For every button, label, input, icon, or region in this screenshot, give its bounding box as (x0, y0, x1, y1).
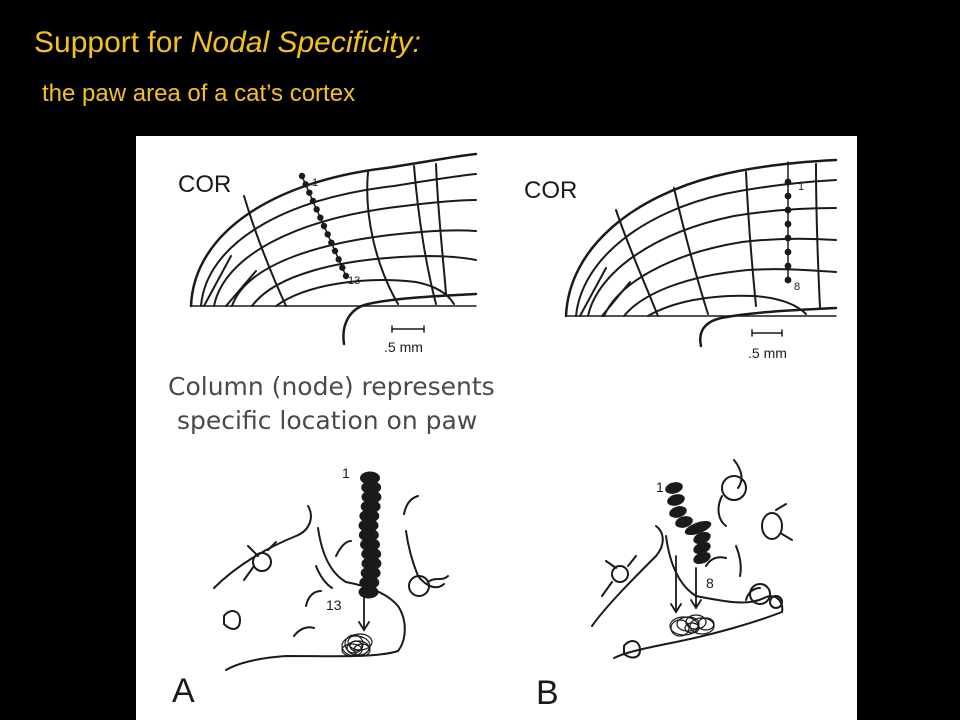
recording-site (306, 189, 313, 196)
recording-site (313, 206, 320, 213)
column-cell (360, 538, 381, 551)
recording-site (324, 231, 331, 238)
column-cell (693, 551, 711, 565)
column-cell (358, 528, 379, 542)
recording-site (784, 206, 792, 214)
column-cell (667, 494, 685, 506)
figure-caption: Column (node) represents specific locati… (168, 370, 495, 438)
recording-site (784, 234, 792, 242)
column-cell (669, 506, 687, 518)
column-first-b: 1 (656, 479, 664, 495)
recording-site (784, 178, 792, 186)
column-cell (675, 516, 693, 528)
recording-site (331, 247, 339, 255)
recording-site (298, 172, 306, 180)
slide-subtitle: the paw area of a cat’s cortex (42, 80, 356, 107)
electrode-track-a (298, 172, 350, 280)
recording-site (335, 256, 342, 263)
column-cell (359, 576, 380, 589)
cor-label-a: COR (178, 171, 231, 198)
column-first-a: 1 (342, 465, 350, 481)
electrode-first-a: 1 (312, 177, 318, 189)
column-cell (360, 500, 381, 513)
column-last-a: 13 (326, 597, 342, 613)
column-cell (693, 531, 711, 545)
recording-site (328, 239, 335, 246)
column-cell (361, 557, 382, 570)
recording-site (317, 214, 324, 221)
column-stack-b (665, 482, 712, 565)
cortex-diagram: COR 1 13 .5 mm COR 1 8 (172, 152, 838, 712)
panel-letter-b: B (536, 674, 559, 712)
cortex-section-b: COR 1 8 .5 mm (524, 158, 838, 361)
cortex-section-a: COR 1 13 .5 mm (178, 152, 478, 355)
column-cell (361, 490, 382, 504)
cor-label-b: COR (524, 177, 577, 204)
caption-line-1: Column (node) represents (168, 372, 495, 401)
electrode-first-b: 1 (798, 181, 804, 193)
scale-label-b: .5 mm (748, 345, 787, 361)
column-stack-a (358, 471, 382, 599)
recording-site (784, 262, 792, 270)
column-last-b: 8 (706, 575, 714, 591)
panel-letter-a: A (172, 672, 195, 710)
title-emphasis: Nodal Specificity: (190, 26, 421, 59)
cortex-figure: COR 1 13 .5 mm COR 1 8 (136, 136, 857, 720)
column-cell (693, 541, 711, 555)
column-cell (358, 585, 379, 599)
paw-diagram-b: 1 8 B (536, 459, 793, 712)
receptive-field-a (341, 633, 373, 657)
slide-title: Support for Nodal Specificity: (34, 26, 421, 60)
electrode-track-b (784, 178, 792, 284)
column-cell (360, 566, 381, 580)
recording-site (784, 248, 792, 256)
recording-site (302, 181, 309, 188)
column-cell (361, 547, 382, 561)
recording-site (342, 272, 350, 280)
column-cell (358, 519, 379, 532)
recording-site (784, 276, 792, 284)
recording-site (320, 222, 328, 230)
recording-site (784, 192, 792, 200)
column-cell (360, 471, 380, 485)
electrode-last-a: 13 (348, 275, 360, 287)
electrode-last-b: 8 (794, 281, 800, 293)
receptive-field-b (669, 614, 715, 637)
scale-label-a: .5 mm (384, 339, 423, 355)
recording-site (339, 264, 346, 271)
paw-diagram-a: 1 13 A (172, 465, 449, 710)
column-cell (359, 509, 380, 523)
column-cell (665, 482, 683, 494)
recording-site (309, 197, 317, 205)
column-cell (361, 481, 382, 494)
recording-site (784, 220, 792, 228)
title-prefix: Support for (34, 26, 191, 59)
caption-line-2: specific location on paw (177, 406, 478, 435)
column-cell (684, 520, 712, 536)
